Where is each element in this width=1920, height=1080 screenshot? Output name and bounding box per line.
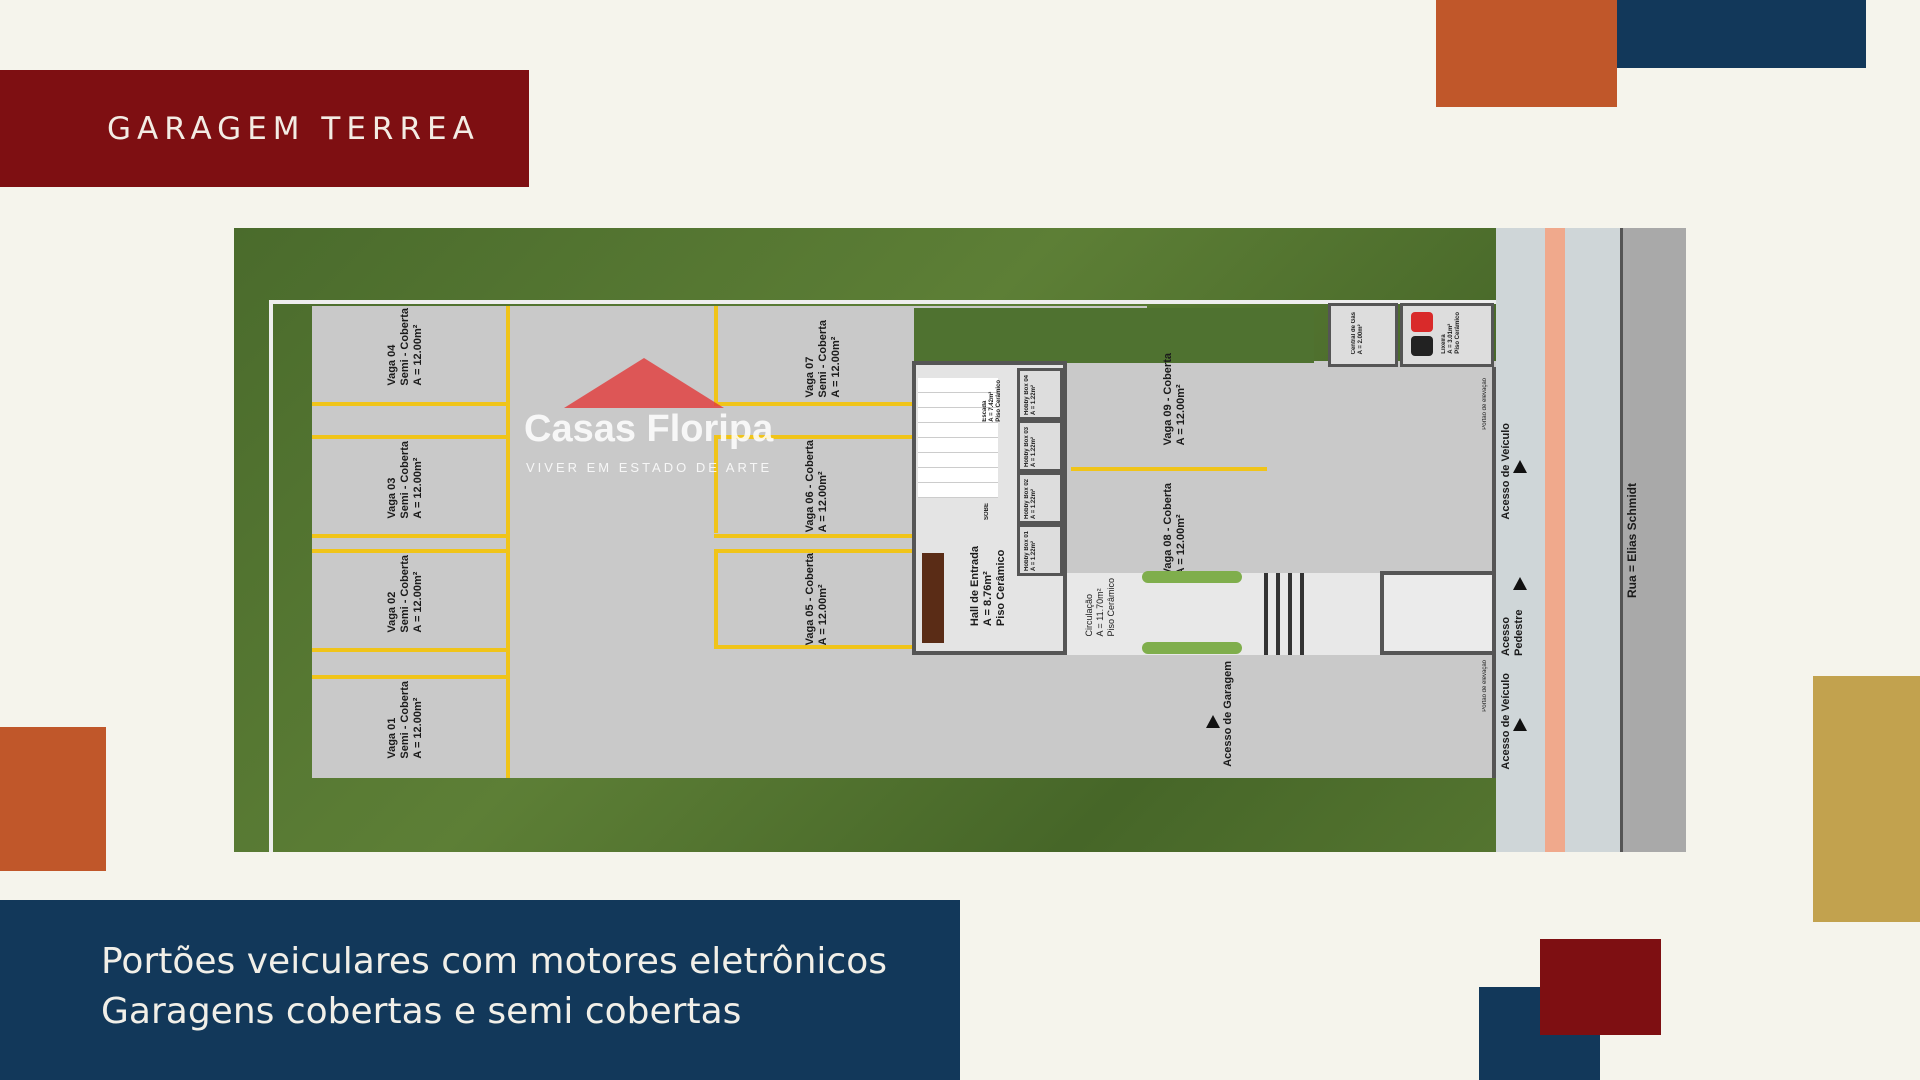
arrow-up-icon — [1206, 715, 1220, 728]
front-gate-line — [1492, 367, 1496, 778]
planter — [1142, 571, 1242, 583]
gate-label: Portão de elevação — [1482, 660, 1488, 712]
hall-bench — [922, 553, 944, 643]
planter — [1142, 642, 1242, 654]
bike-lane — [1545, 228, 1565, 852]
red-bin-icon — [1411, 312, 1433, 332]
feature-line: Portões veiculares com motores eletrônic… — [101, 941, 887, 982]
spot-line — [714, 549, 718, 647]
spot-line — [714, 645, 912, 649]
garage-access-label: Acesso de Garagem — [1222, 661, 1234, 767]
watermark-brand: Casas Floripa — [524, 408, 774, 450]
spot-line — [312, 435, 508, 439]
page-title: GARAGEM TERREA — [107, 110, 480, 147]
deco-orange-left — [0, 727, 106, 871]
property-wall — [269, 300, 1530, 304]
staircase — [918, 378, 998, 498]
street-label: Rua = Elias Schmidt — [1625, 483, 1639, 599]
sobe-label: SOBE — [984, 503, 990, 521]
arrow-up-icon — [1513, 460, 1527, 473]
vehicle-access-label: Acesso de Veículo — [1500, 673, 1512, 770]
gate-label: Portão de elevação — [1482, 378, 1488, 430]
spot-line — [312, 402, 508, 406]
deco-orange-top — [1436, 0, 1617, 107]
spot-line — [714, 534, 912, 538]
spot-line — [714, 402, 912, 406]
deco-gold-right — [1813, 676, 1920, 922]
vehicle-access-label: Acesso de Veículo — [1500, 423, 1512, 520]
watermark-tagline: VIVER EM ESTADO DE ARTE — [526, 460, 773, 475]
features-banner: Portões veiculares com motores eletrônic… — [0, 900, 960, 1080]
steps — [1264, 573, 1304, 655]
spot-line — [714, 435, 718, 533]
arrow-up-icon — [1513, 577, 1527, 590]
spot-line — [312, 675, 508, 679]
spot-line — [714, 306, 718, 402]
spot-line — [506, 306, 510, 778]
garden — [914, 308, 1314, 363]
spot-line — [1071, 467, 1267, 471]
spot-line — [312, 534, 508, 538]
street — [1620, 228, 1686, 852]
pedestrian-access-label: Acesso Pedestre — [1500, 609, 1525, 656]
spot-line — [714, 435, 912, 439]
pedestrian-gate-room — [1380, 571, 1494, 655]
property-wall — [269, 300, 273, 852]
spot-line — [312, 549, 508, 553]
deco-navy-top — [1617, 0, 1866, 68]
arrow-up-icon — [1513, 718, 1527, 731]
watermark-logo — [564, 358, 724, 408]
black-bin-icon — [1411, 336, 1433, 356]
spot-line — [312, 648, 508, 652]
deco-red-bottom — [1540, 939, 1661, 1035]
spot-line — [714, 549, 912, 553]
feature-line: Garagens cobertas e semi cobertas — [101, 991, 742, 1032]
page-title-banner: GARAGEM TERREA — [0, 70, 529, 187]
